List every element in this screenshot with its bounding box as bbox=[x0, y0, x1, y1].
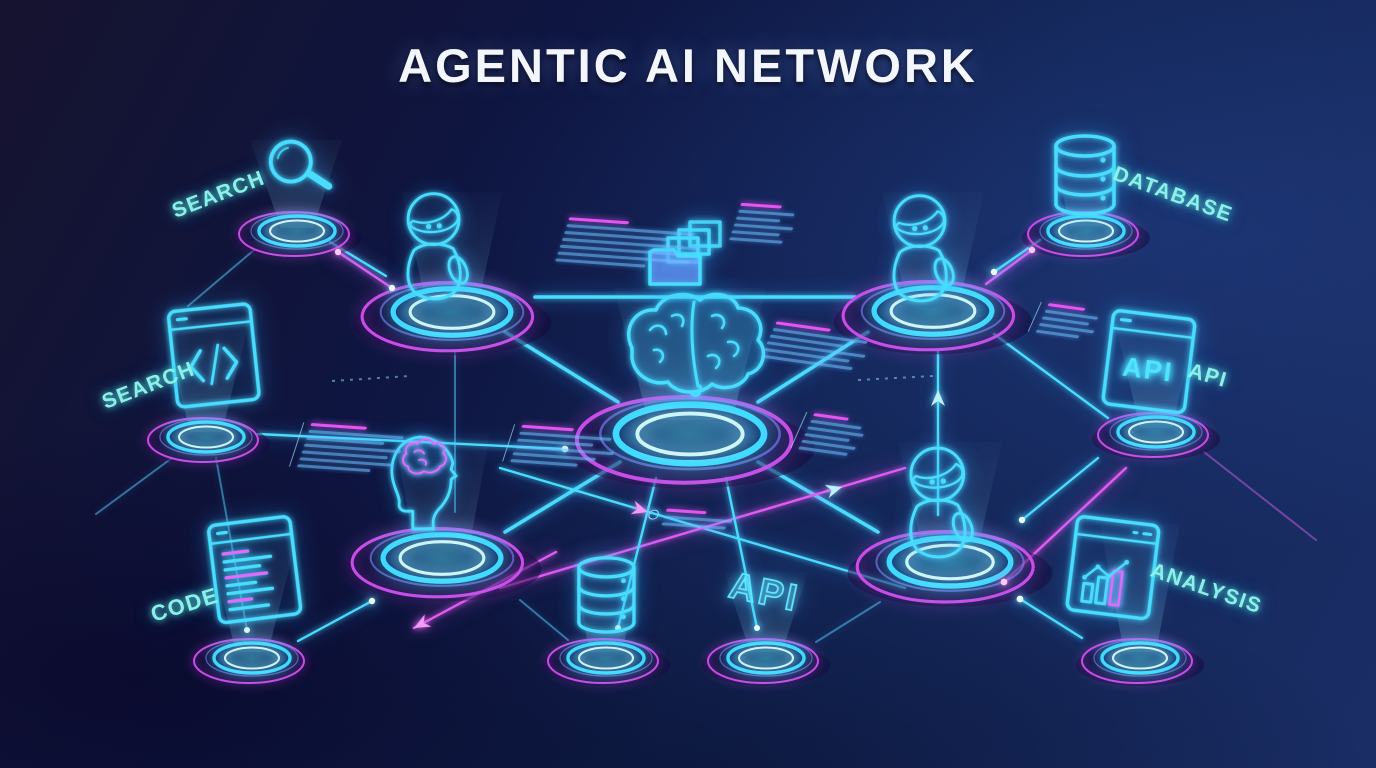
database-icon bbox=[577, 556, 636, 634]
platform-analysis bbox=[1076, 639, 1204, 686]
platform-api-right bbox=[1092, 413, 1220, 460]
platform-agent-bottom-left bbox=[343, 529, 541, 602]
brain-icon bbox=[626, 292, 766, 398]
platform-search-left bbox=[142, 418, 270, 465]
code-editor-icon bbox=[207, 515, 303, 625]
code-window-icon bbox=[166, 302, 261, 409]
page-title: AGENTIC AI NETWORK bbox=[398, 39, 978, 92]
api-window-text: API bbox=[1121, 352, 1175, 388]
platform-api-bottom bbox=[702, 639, 830, 686]
platform-database-top bbox=[1022, 212, 1150, 259]
arrowhead-icon bbox=[824, 484, 842, 499]
code-panel bbox=[288, 422, 420, 475]
arrowhead-icon bbox=[931, 390, 945, 406]
arrowhead-icon bbox=[414, 614, 432, 628]
arrows-and-dots bbox=[244, 246, 1036, 633]
analysis-chart-icon bbox=[1065, 515, 1161, 621]
platform-agent-bottom-right bbox=[848, 532, 1053, 607]
search-magnifier-icon bbox=[268, 139, 333, 190]
database-icon bbox=[1054, 134, 1116, 216]
api-window-icon: API bbox=[1101, 309, 1197, 415]
code-panel bbox=[729, 202, 815, 245]
platform-search-top bbox=[233, 212, 361, 259]
platform-code bbox=[188, 639, 316, 686]
platform-database-bottom bbox=[542, 639, 670, 686]
arrowhead-icon bbox=[630, 500, 648, 515]
